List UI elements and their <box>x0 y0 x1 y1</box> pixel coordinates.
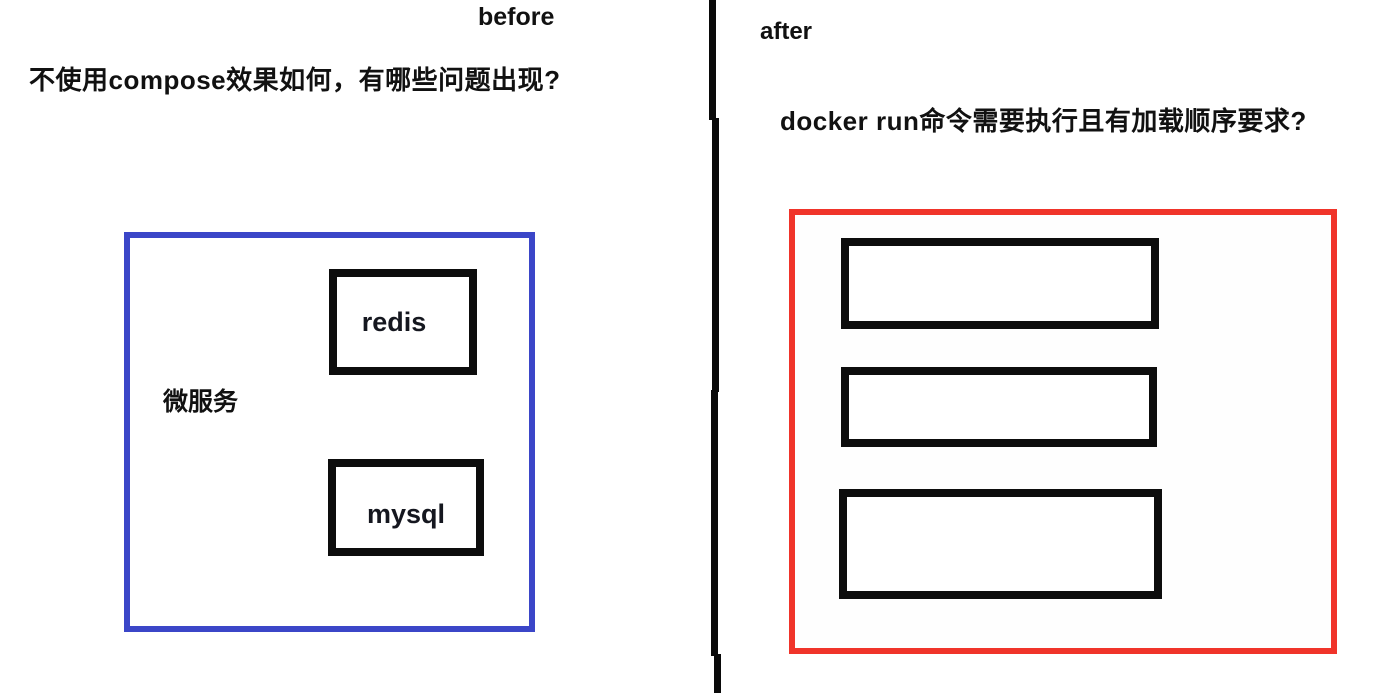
empty-container-box-2 <box>841 367 1157 447</box>
redis-node-box: redis <box>329 269 477 375</box>
mysql-node-label: mysql <box>366 499 446 529</box>
mysql-node-box: mysql <box>328 459 484 556</box>
empty-container-box-3 <box>839 489 1162 599</box>
divider-line-segment <box>709 0 716 120</box>
empty-container-box-1 <box>841 238 1159 329</box>
after-title: after <box>760 18 813 45</box>
divider-line-segment <box>711 390 718 656</box>
divider-line-segment <box>714 654 721 693</box>
before-title: before <box>478 3 555 31</box>
redis-node-label: redis <box>361 306 427 337</box>
before-question: 不使用compose效果如何，有哪些问题出现? <box>29 65 561 95</box>
divider-line-segment <box>712 118 719 392</box>
microservice-container-label: 微服务 <box>163 388 239 416</box>
after-question: docker run命令需要执行且有加载顺序要求? <box>780 106 1307 136</box>
